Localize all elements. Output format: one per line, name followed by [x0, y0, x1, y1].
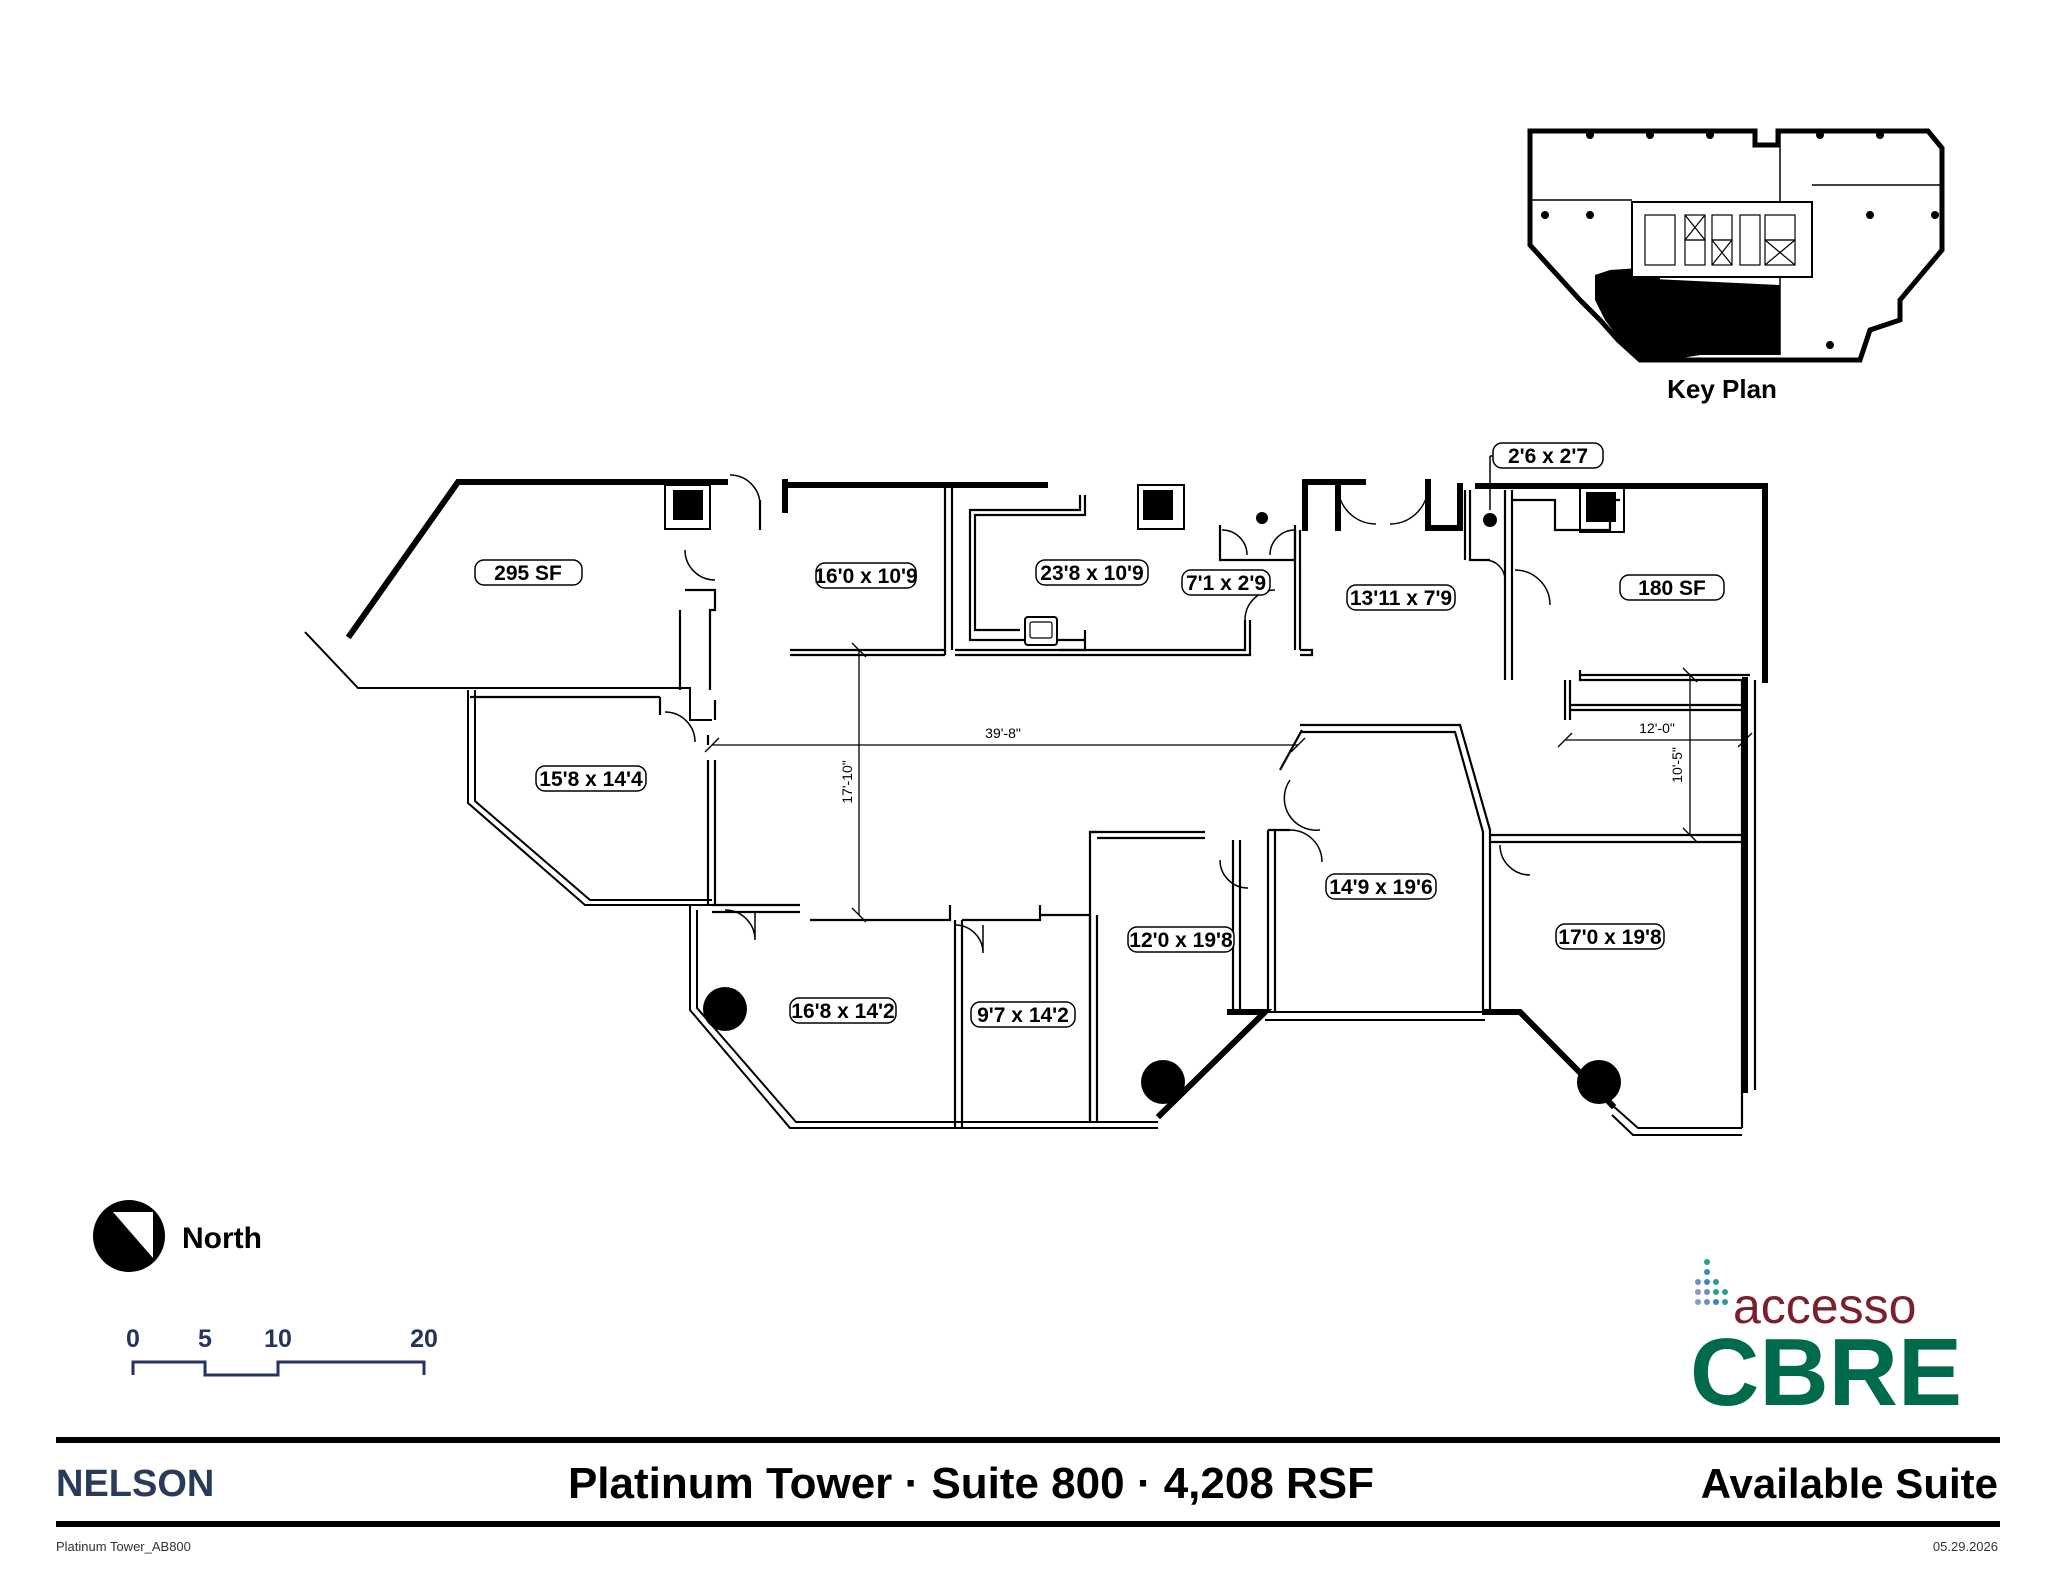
room-label: 9'7 x 14'2	[977, 1004, 1069, 1027]
scale-bar: 0 5 10 20	[126, 1325, 438, 1377]
key-plan-columns	[1541, 131, 1939, 349]
page-title: Platinum Tower · Suite 800 · 4,208 RSF	[568, 1459, 1374, 1508]
north-arrow-glyph	[113, 1212, 153, 1258]
room-label: 14'9 x 19'6	[1329, 876, 1432, 899]
room-label: 16'8 x 14'2	[791, 1000, 894, 1023]
room-label: 12'0 x 19'8	[1129, 929, 1233, 952]
room-14-9x19-6: 14'9 x 19'6	[1325, 873, 1437, 900]
sink-fixture-inner	[1029, 621, 1053, 639]
north-arrow-icon	[93, 1200, 165, 1272]
room-label: 2'6 x 2'7	[1508, 445, 1588, 468]
room-16-8x14-2: 16'8 x 14'2	[789, 997, 897, 1024]
availability-status: Available Suite	[1701, 1460, 1998, 1507]
room-label: 23'8 x 10'9	[1040, 562, 1143, 585]
room-label: 17'0 x 19'8	[1558, 926, 1662, 949]
column-blocks	[673, 490, 1621, 1104]
room-12-0x19-8: 12'0 x 19'8	[1127, 926, 1235, 953]
dimension-label: 39'-8"	[985, 725, 1021, 741]
room-label: 180 SF	[1638, 577, 1706, 600]
room-23-8x10-9: 23'8 x 10'9	[1035, 559, 1149, 586]
scale-tick: 5	[198, 1325, 212, 1353]
room-label: 16'0 x 10'9	[814, 565, 917, 588]
scale-tick: 20	[410, 1325, 438, 1353]
room-17-0x19-8: 17'0 x 19'8	[1555, 923, 1665, 950]
room-label: 295 SF	[494, 562, 562, 585]
key-plan-partitions	[1530, 131, 1942, 355]
exterior-light-walls	[304, 631, 1742, 1136]
footer: NELSON Platinum Tower · Suite 800 · 4,20…	[56, 1437, 2000, 1554]
room-13-11x7-9: 13'11 x 7'9	[1346, 584, 1456, 611]
interior-walls	[470, 487, 1757, 1128]
dimension-label: 10'-5"	[1669, 747, 1685, 783]
room-7-1x2-9: 7'1 x 2'9	[1181, 569, 1271, 596]
exterior-walls	[345, 479, 1768, 1120]
room-label: 7'1 x 2'9	[1186, 572, 1266, 595]
scale-tick: 10	[264, 1325, 292, 1353]
room-label: 13'11 x 7'9	[1350, 587, 1452, 610]
dimension-label: 12'-0"	[1639, 720, 1675, 736]
north-label: North	[182, 1222, 262, 1255]
accesso-wordmark: accesso	[1733, 1278, 1916, 1334]
floor-plan: 295 SF 16'0 x 10'9 23'8 x 10'9 7'1 x 2'9…	[304, 442, 1768, 1136]
date-stamp: 05.29.2026	[1933, 1539, 1998, 1554]
file-reference: Platinum Tower_AB800	[56, 1539, 191, 1554]
room-16-0x10-9: 16'0 x 10'9	[814, 562, 918, 589]
scale-tick: 0	[126, 1325, 140, 1353]
key-plan-core-detail	[1644, 214, 1796, 266]
cbre-wordmark: CBRE	[1690, 1319, 1962, 1426]
column-block-outlines	[664, 484, 1625, 533]
key-plan-title: Key Plan	[1667, 374, 1777, 404]
dimension-lines	[704, 642, 1753, 923]
brand-logo: accesso CBRE	[1690, 1259, 1962, 1426]
footer-top-rule	[56, 1437, 2000, 1443]
accesso-dots-icon	[1695, 1259, 1728, 1305]
company-logo: NELSON	[56, 1463, 214, 1505]
door-swings	[664, 474, 1551, 954]
room-295sf: 295 SF	[474, 559, 583, 586]
footer-bottom-rule	[56, 1521, 2000, 1527]
room-15-8x14-4: 15'8 x 14'4	[535, 765, 647, 792]
north-indicator: North	[93, 1200, 262, 1272]
key-plan: Key Plan	[1527, 128, 1945, 404]
room-2-6x2-7: 2'6 x 2'7	[1489, 442, 1604, 510]
dimension-label: 17'-10"	[839, 760, 855, 803]
room-9-7x14-2: 9'7 x 14'2	[970, 1001, 1076, 1028]
room-label: 15'8 x 14'4	[539, 768, 643, 791]
room-180sf: 180 SF	[1619, 574, 1725, 601]
